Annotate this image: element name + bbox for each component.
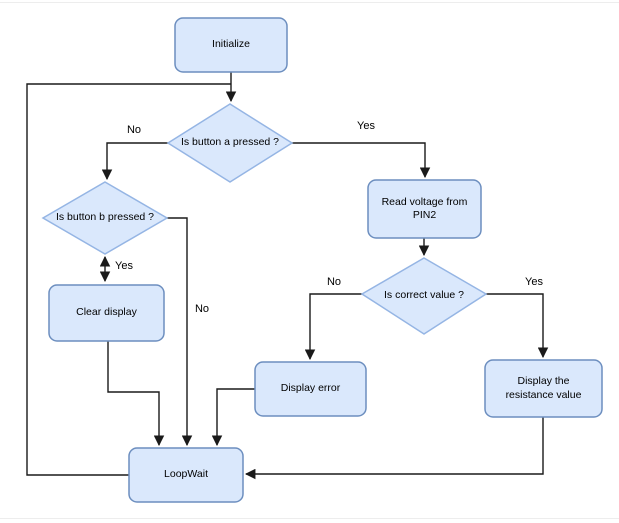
edge-button-a-no-to-button-b <box>101 142 168 181</box>
node-display-error <box>254 361 367 417</box>
edge-correct-value-no-to-display-error <box>304 293 362 361</box>
edge-clear-display-to-loopwait <box>107 341 165 447</box>
edge-loopwait-feedback-to-button-a <box>26 83 231 476</box>
edge-display-resistance-to-loopwait <box>244 417 544 480</box>
edge-button-a-yes-to-read-voltage <box>292 142 431 179</box>
node-is-button-b-pressed <box>41 181 169 255</box>
node-read-voltage <box>367 179 482 239</box>
node-clear-display <box>48 284 165 342</box>
edge-correct-value-yes-to-display-resistance <box>486 293 549 359</box>
node-loopwait <box>128 447 244 503</box>
image-border-bottom <box>0 518 619 519</box>
edge-display-error-to-loopwait <box>211 388 255 447</box>
image-border-top <box>0 2 619 3</box>
node-is-correct-value <box>360 257 488 335</box>
edge-button-b-no-to-loopwait <box>167 217 193 447</box>
node-initialize <box>174 17 288 73</box>
node-display-resistance <box>484 359 603 418</box>
node-is-button-a-pressed <box>166 103 294 183</box>
